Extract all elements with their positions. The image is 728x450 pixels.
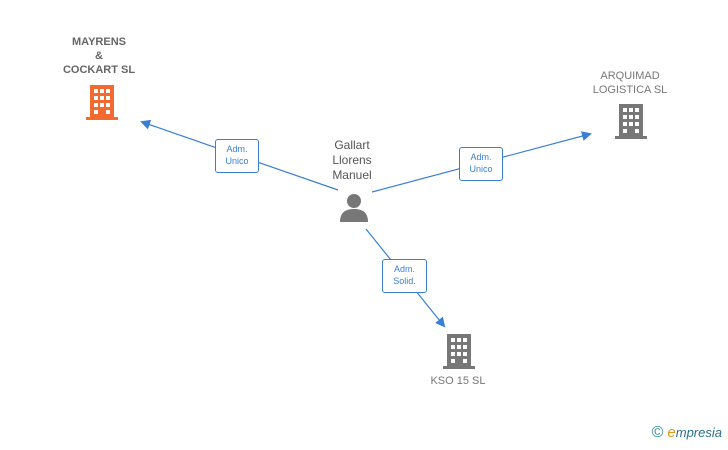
person-name-line: Gallart	[334, 138, 370, 152]
edge-role-line: Adm.	[226, 144, 248, 154]
company-name-line: MAYRENS	[72, 36, 126, 48]
empresia-logo: ©empresia	[652, 424, 722, 442]
company-label-mayrens[interactable]: MAYRENS & COCKART SL	[40, 35, 158, 77]
company-name-line: COCKART SL	[62, 64, 136, 76]
building-icon[interactable]	[615, 104, 647, 139]
building-icon[interactable]	[443, 334, 475, 369]
brand-initial: e	[667, 424, 676, 441]
person-name-line: Manuel	[332, 168, 372, 182]
person-name-line: Llorens	[332, 153, 372, 167]
company-label-kso[interactable]: KSO 15 SL	[410, 374, 506, 388]
edge-role-line: Unico	[469, 164, 493, 174]
edge-role-line: Unico	[225, 156, 249, 166]
company-name-line: KSO 15 SL	[430, 375, 486, 387]
company-name-line: ARQUIMAD	[600, 70, 660, 82]
company-label-arquimad[interactable]: ARQUIMAD LOGISTICA SL	[572, 69, 688, 97]
building-icon[interactable]	[86, 85, 118, 120]
edge-role-line: Adm.	[393, 264, 415, 274]
copyright-symbol: ©	[651, 424, 664, 441]
edge-role-line: Adm.	[470, 152, 492, 162]
person-label[interactable]: Gallart Llorens Manuel	[312, 138, 392, 183]
company-name-line: &	[95, 50, 103, 62]
person-icon[interactable]	[339, 192, 369, 222]
edge-label-to-arquimad[interactable]: Adm. Unico	[459, 147, 503, 181]
edge-role-line: Solid.	[393, 276, 416, 286]
edge-label-to-kso[interactable]: Adm. Solid.	[382, 259, 427, 293]
company-name-line: LOGISTICA SL	[592, 84, 668, 96]
edge-label-to-mayrens[interactable]: Adm. Unico	[215, 139, 259, 173]
brand-text: mpresia	[675, 425, 722, 440]
